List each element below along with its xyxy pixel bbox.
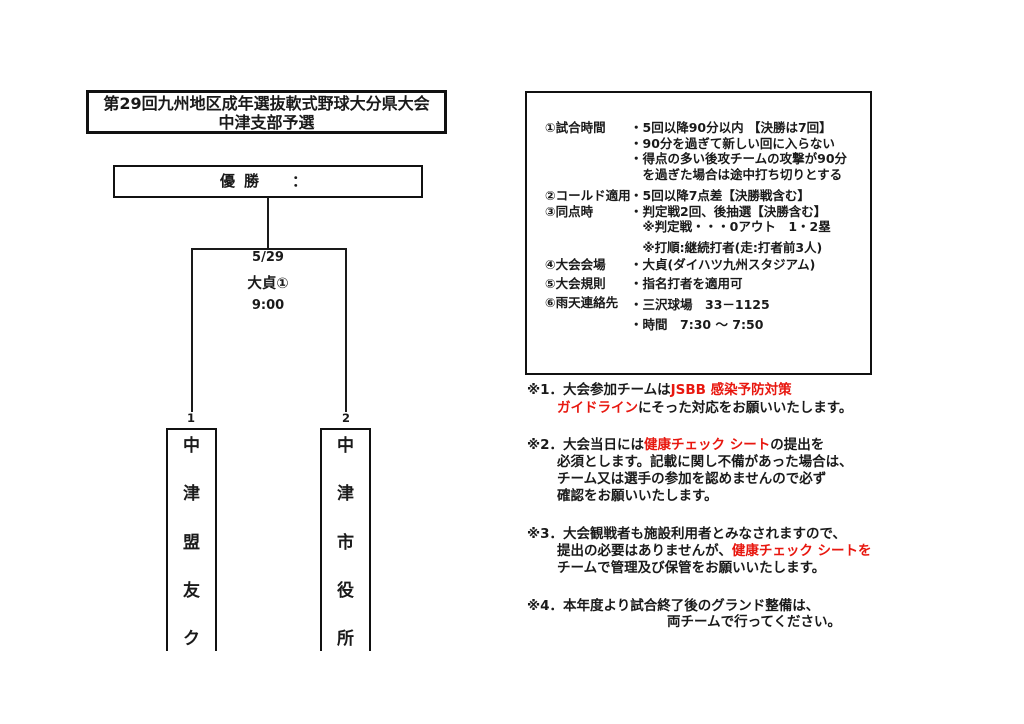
match-date: 5/29 — [252, 250, 284, 265]
team2-name-box: 中津市役所 — [320, 428, 371, 651]
rules-line: ・指名打者を適用可 — [630, 275, 743, 291]
team1-name-box: 中津盟友ク — [166, 428, 217, 651]
rules-row: ④大会会場 ・大貞(ダイハツ九州スタジアム) — [545, 257, 862, 273]
rules-row-label: ③同点時 — [545, 203, 594, 219]
rules-row-label: ①試合時間 — [545, 120, 606, 135]
tournament-title-line1: 第29回九州地区成年選抜軟式野球大分県大会 — [103, 94, 430, 113]
bracket-line-horizontal — [191, 248, 347, 250]
champion-box: 優勝 ： — [113, 165, 423, 198]
rules-row-value: ・指名打者を適用可 — [630, 276, 862, 292]
note-1: ※1．大会参加チームはJSBB 感染予防対策ガイドラインにそった対応をお願いいた… — [527, 381, 852, 417]
team-name-char: 盟 — [183, 532, 200, 553]
note-text: 提出の必要はありませんが、 — [557, 543, 732, 559]
note-4: ※4．本年度より試合終了後のグランド整備は、両チームで行ってください。 — [527, 598, 841, 630]
note-text: チームで管理及び保管をお願いいたします。 — [557, 560, 826, 576]
rules-line: ・大貞(ダイハツ九州スタジアム) — [630, 257, 816, 272]
note-text-highlight-red: 健康チェック シート — [644, 437, 771, 453]
team-name-char: 津 — [183, 484, 200, 505]
bracket-line-champion — [267, 197, 269, 248]
rules-line: を過ぎた場合は途中打ち切りとする — [630, 166, 843, 182]
match-time: 9:00 — [251, 298, 285, 313]
note-text: 両チームで行ってください。 — [667, 614, 842, 630]
rules-line: ・90分を過ぎて新しい回に入らない — [630, 135, 835, 151]
rules-row-value: ・判定戦2回、後抽選【決勝含む】 ※判定戦・・・0アウト 1・2塁 ※打順:継続… — [630, 204, 862, 256]
rules-line: ・時間 7:30 ～ 7:50 — [630, 316, 764, 332]
rules-line: ※打順:継続打者(走:打者前3人) — [630, 239, 823, 255]
note-text: 確認をお願いいたします。 — [557, 488, 718, 504]
note-text: チーム又は選手の参加を認めませんので必ず — [557, 471, 827, 487]
note-line: ※3．大会観戦者も施設利用者とみなされますので、 — [527, 526, 872, 543]
rules-row-label: ④大会会場 — [545, 257, 606, 272]
team-name-char: 役 — [337, 580, 354, 601]
team-name-char: 中 — [337, 436, 354, 456]
note-text: 必須とします。記載に関し不備があった場合は、 — [557, 454, 853, 470]
rules-line: ・三沢球場 33－1125 — [630, 297, 770, 312]
rules-line: ・得点の多い後攻チームの攻撃が90分 — [630, 151, 848, 166]
team-name-char: 市 — [337, 532, 354, 553]
rules-row: ⑥雨天連絡先・三沢球場 33－1125 ・時間 7:30 ～ 7:50 — [545, 295, 862, 334]
note-text: の提出を — [770, 437, 825, 453]
team-name-char: ク — [183, 629, 200, 649]
rules-line: ・5回以降90分以内 【決勝は7回】 — [630, 120, 832, 135]
rules-row: ③同点時 ・判定戦2回、後抽選【決勝含む】 ※判定戦・・・0アウト 1・2塁 ※打… — [545, 204, 862, 256]
team-name-char: 所 — [337, 629, 354, 649]
note-line: ガイドラインにそった対応をお願いいたします。 — [527, 399, 852, 417]
rules-row: ①試合時間 ・5回以降90分以内 【決勝は7回】・90分を過ぎて新しい回に入らない… — [545, 120, 862, 182]
note-text: にそった対応をお願いいたします。 — [638, 400, 853, 416]
note-text: ※1．大会参加チームは — [527, 382, 671, 398]
tournament-title-line2: 中津支部予選 — [218, 113, 315, 132]
note-text: ※2．大会当日には — [527, 437, 645, 453]
note-text: ※4．本年度より試合終了後のグランド整備は、 — [527, 598, 820, 614]
note-text-highlight-red: JSBB 感染予防対策 — [670, 382, 792, 398]
note-2: ※2．大会当日には健康チェック シートの提出を必須とします。記載に関し不備があっ… — [527, 437, 853, 505]
team-name-char: 津 — [337, 484, 354, 505]
note-line: チームで管理及び保管をお願いいたします。 — [527, 560, 872, 577]
rules-row-value: ・5回以降90分以内 【決勝は7回】・90分を過ぎて新しい回に入らない・得点の多… — [630, 120, 862, 182]
rules-row-label: ⑥雨天連絡先 — [545, 295, 619, 310]
note-text-highlight-red: ガイドライン — [557, 400, 638, 416]
rules-row: ②コールド適用・5回以降7点差【決勝戦含む】 — [545, 188, 862, 204]
note-line: 両チームで行ってください。 — [527, 614, 841, 630]
rules-row-value: ・三沢球場 33－1125 ・時間 7:30 ～ 7:50 — [630, 295, 862, 334]
rules-row-label: ②コールド適用 — [545, 188, 631, 203]
rules-line: ・5回以降7点差【決勝戦含む】 — [630, 188, 810, 203]
rules-line: ※判定戦・・・0アウト 1・2塁 — [630, 219, 831, 234]
note-line: 必須とします。記載に関し不備があった場合は、 — [527, 454, 853, 471]
match-venue: 大貞① — [247, 276, 289, 292]
note-line: ※1．大会参加チームはJSBB 感染予防対策 — [527, 381, 852, 399]
tournament-title-box: 第29回九州地区成年選抜軟式野球大分県大会 中津支部予選 — [86, 90, 447, 134]
note-line: ※2．大会当日には健康チェック シートの提出を — [527, 437, 853, 454]
note-line: ※4．本年度より試合終了後のグランド整備は、 — [527, 598, 841, 614]
team-name-char: 友 — [183, 580, 200, 601]
note-text-highlight-red: 健康チェック シートを — [731, 543, 872, 559]
team2-seed-number: 2 — [341, 411, 350, 425]
champion-label: 優勝 ： — [219, 172, 316, 190]
rules-row-label: ⑤大会規則 — [545, 275, 606, 291]
rules-row: ⑤大会規則 ・指名打者を適用可 — [545, 276, 862, 292]
bracket-line-right — [345, 248, 347, 412]
match-info: 5/29 大貞① 9:00 — [193, 250, 343, 313]
team-name-char: 中 — [183, 436, 200, 456]
note-line: チーム又は選手の参加を認めませんので必ず — [527, 471, 853, 488]
rules-row-value: ・大貞(ダイハツ九州スタジアム) — [630, 257, 862, 273]
bracket-line-left — [191, 248, 193, 412]
note-line: 確認をお願いいたします。 — [527, 488, 853, 505]
note-line: 提出の必要はありませんが、健康チェック シートを — [527, 543, 872, 560]
rules-line: ・判定戦2回、後抽選【決勝含む】 — [630, 203, 827, 219]
note-text: ※3．大会観戦者も施設利用者とみなされますので、 — [527, 526, 846, 542]
team1-seed-number: 1 — [186, 411, 195, 425]
rules-rows: ①試合時間 ・5回以降90分以内 【決勝は7回】・90分を過ぎて新しい回に入らない… — [545, 120, 862, 334]
rules-box: ①試合時間 ・5回以降90分以内 【決勝は7回】・90分を過ぎて新しい回に入らない… — [525, 91, 872, 375]
note-3: ※3．大会観戦者も施設利用者とみなされますので、提出の必要はありませんが、健康チ… — [527, 526, 872, 577]
rules-row-value: ・5回以降7点差【決勝戦含む】 — [630, 188, 862, 204]
